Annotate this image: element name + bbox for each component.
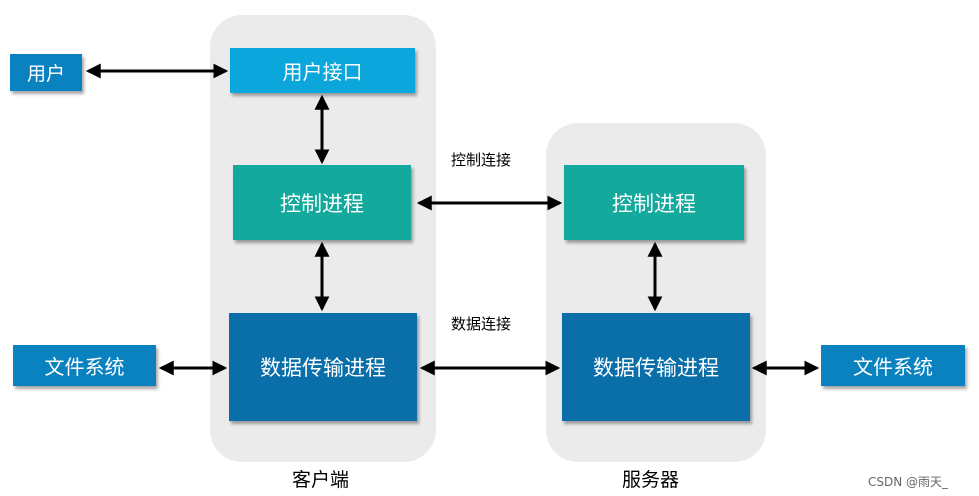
server-data-transfer-process-label: 数据传输进程 bbox=[593, 356, 719, 380]
client-data-transfer-process-label: 数据传输进程 bbox=[260, 356, 386, 380]
csdn-watermark: CSDN @雨天_ bbox=[868, 475, 949, 489]
right-file-system-label: 文件系统 bbox=[853, 355, 933, 379]
client-user-interface-label: 用户接口 bbox=[282, 60, 363, 84]
server-panel-label: 服务器 bbox=[622, 469, 680, 491]
server-control-process-box: 控制进程 bbox=[564, 165, 744, 240]
left-file-system-box: 文件系统 bbox=[13, 345, 156, 386]
client-panel-label: 客户端 bbox=[292, 469, 350, 491]
server-data-transfer-process-box: 数据传输进程 bbox=[562, 313, 750, 421]
left-file-system-label: 文件系统 bbox=[44, 355, 125, 379]
data-connection-label: 数据连接 bbox=[451, 315, 512, 333]
user-box: 用户 bbox=[10, 54, 82, 91]
right-file-system-box: 文件系统 bbox=[821, 345, 965, 386]
control-connection-label: 控制连接 bbox=[451, 151, 512, 169]
client-user-interface-box: 用户接口 bbox=[230, 48, 415, 93]
client-data-transfer-process-box: 数据传输进程 bbox=[229, 313, 417, 421]
server-control-process-label: 控制进程 bbox=[612, 191, 696, 216]
user-box-label: 用户 bbox=[26, 63, 65, 85]
client-control-process-box: 控制进程 bbox=[233, 165, 411, 240]
client-control-process-label: 控制进程 bbox=[280, 191, 364, 216]
